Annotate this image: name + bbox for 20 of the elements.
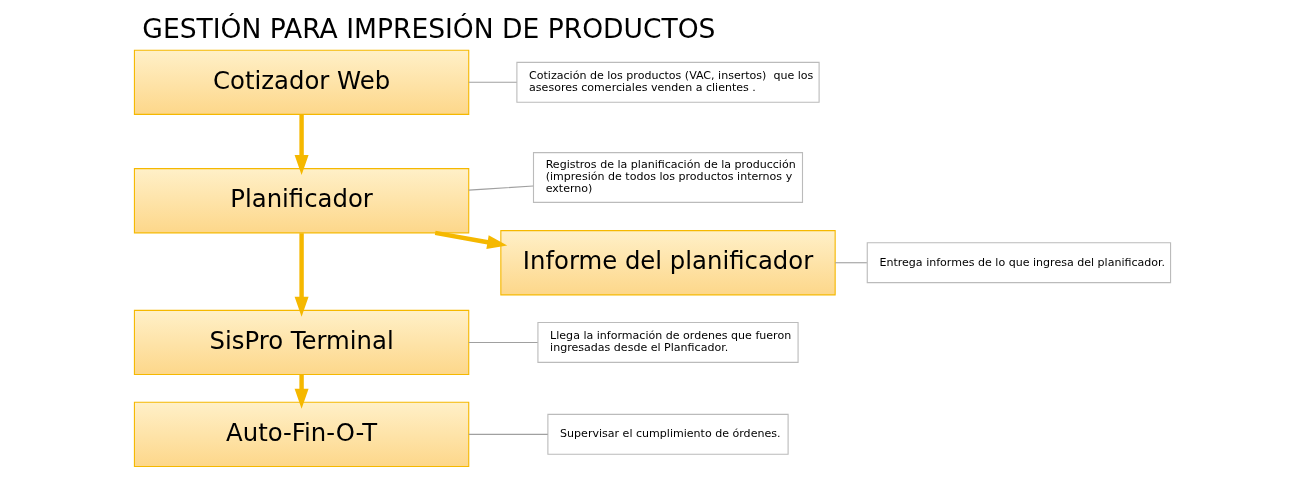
- arrow: [294, 233, 309, 317]
- connector: [468, 81, 518, 83]
- arrow: [294, 374, 309, 409]
- node-box: Llega la información de ordenes que fueron ingresadas desde el Planficador.: [537, 321, 799, 363]
- connector: [468, 185, 534, 191]
- node-box: Supervisar el cumplimiento de órdenes.: [547, 413, 789, 455]
- diagram-title: GESTIÓN PARA IMPRESIÓN DE PRODUCTOS: [142, 13, 716, 45]
- node-box: Informe del planificador: [500, 230, 836, 296]
- node-box: SisPro Terminal: [133, 309, 470, 376]
- node-box: Cotizador Web: [133, 49, 470, 115]
- node-box: Registros de la planificación de la producción (impresión de todos los productos internos y externo): [532, 152, 804, 203]
- node-box: Entrega informes de lo que ingresa del planificador.: [866, 242, 1172, 284]
- arrow: [294, 114, 309, 176]
- arrow: [434, 230, 508, 250]
- connector: [468, 433, 549, 435]
- node-box: Auto-Fin-O-T: [133, 401, 470, 467]
- connector: [468, 341, 539, 343]
- connector: [834, 262, 868, 264]
- node-box: Planificador: [133, 168, 470, 234]
- node-box: Cotización de los productos (VAC, insertos) que los asesores comerciales venden a clientes .: [516, 61, 820, 103]
